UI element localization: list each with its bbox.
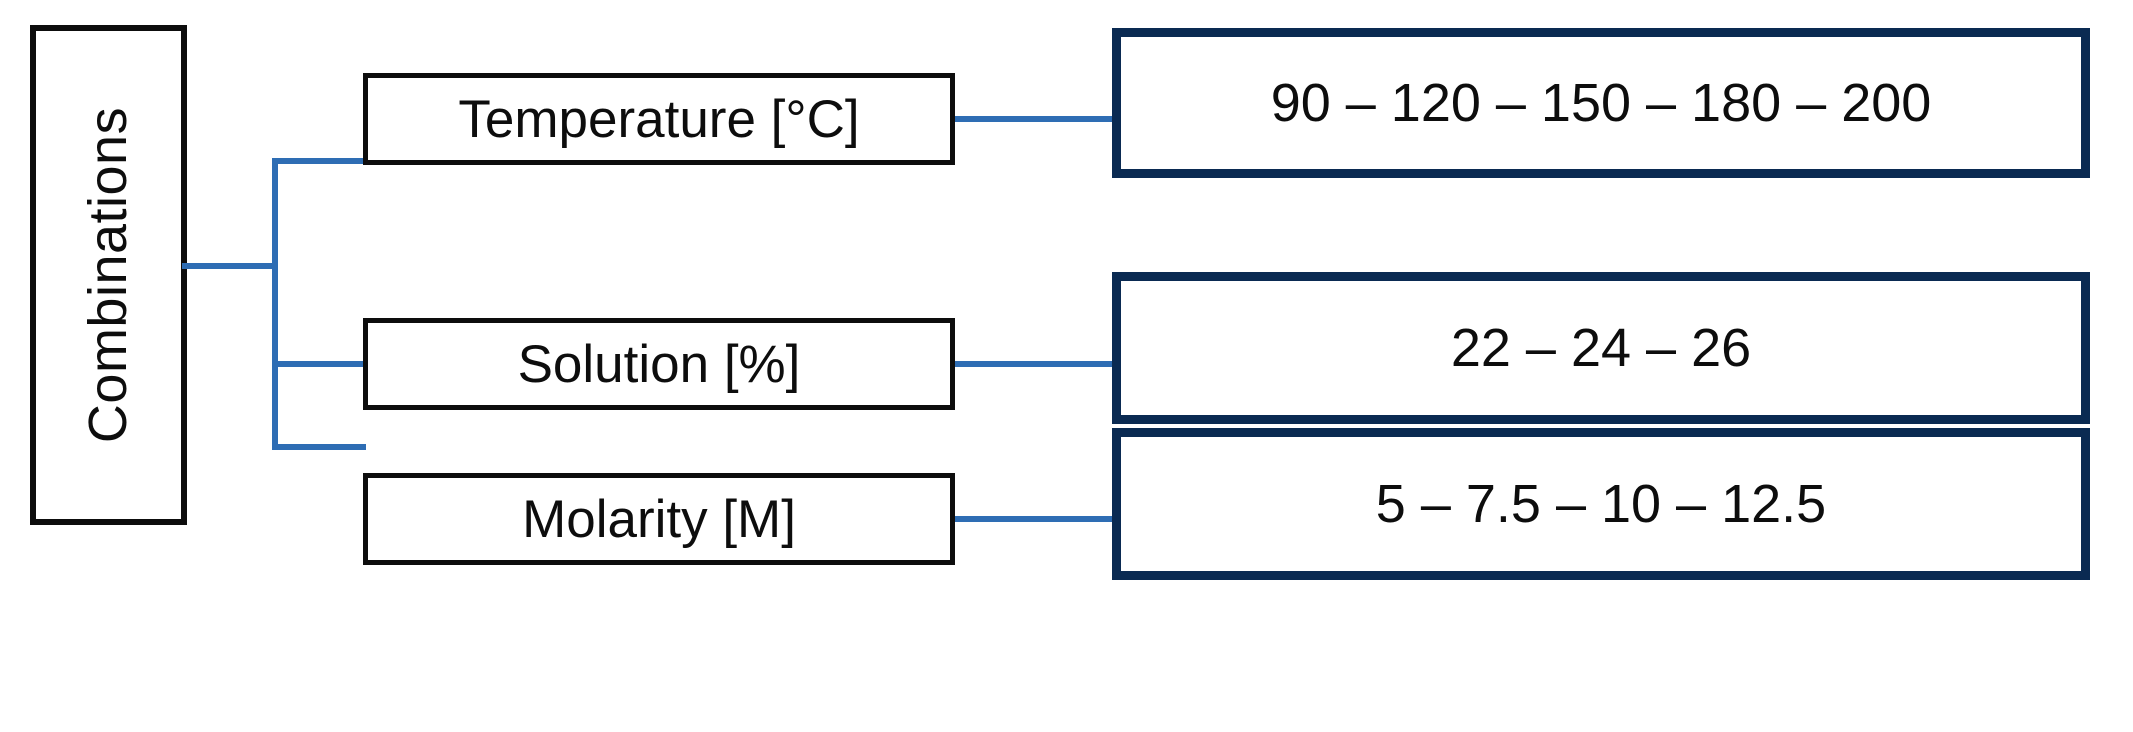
value-label-solution: 22 – 24 – 26 (1450, 318, 1752, 378)
root-node-combinations: Combinations (30, 25, 187, 525)
factor-node-solution: Solution [%] (363, 318, 955, 410)
factor-node-molarity: Molarity [M] (363, 473, 955, 565)
value-node-temperature: 90 – 120 – 150 – 180 – 200 (1112, 28, 2090, 178)
connector-root-to-trunk (182, 263, 278, 269)
connector-trunk-to-factor-2 (272, 361, 366, 367)
root-node-label: Combinations (78, 106, 139, 444)
value-node-solution: 22 – 24 – 26 (1112, 272, 2090, 424)
connector-trunk-to-factor-3 (272, 444, 366, 450)
connector-factor-1-to-values-1 (950, 116, 1118, 122)
connector-trunk-to-factor-1 (272, 158, 366, 164)
factor-label-solution: Solution [%] (517, 334, 801, 394)
connector-factor-3-to-values-3 (950, 516, 1118, 522)
value-label-temperature: 90 – 120 – 150 – 180 – 200 (1270, 73, 1932, 133)
factor-label-temperature: Temperature [°C] (458, 89, 860, 149)
connector-trunk-vertical (272, 158, 278, 450)
value-label-molarity: 5 – 7.5 – 10 – 12.5 (1375, 474, 1827, 534)
connector-factor-2-to-values-2 (950, 361, 1118, 367)
factor-node-temperature: Temperature [°C] (363, 73, 955, 165)
value-node-molarity: 5 – 7.5 – 10 – 12.5 (1112, 428, 2090, 580)
factor-label-molarity: Molarity [M] (522, 489, 796, 549)
